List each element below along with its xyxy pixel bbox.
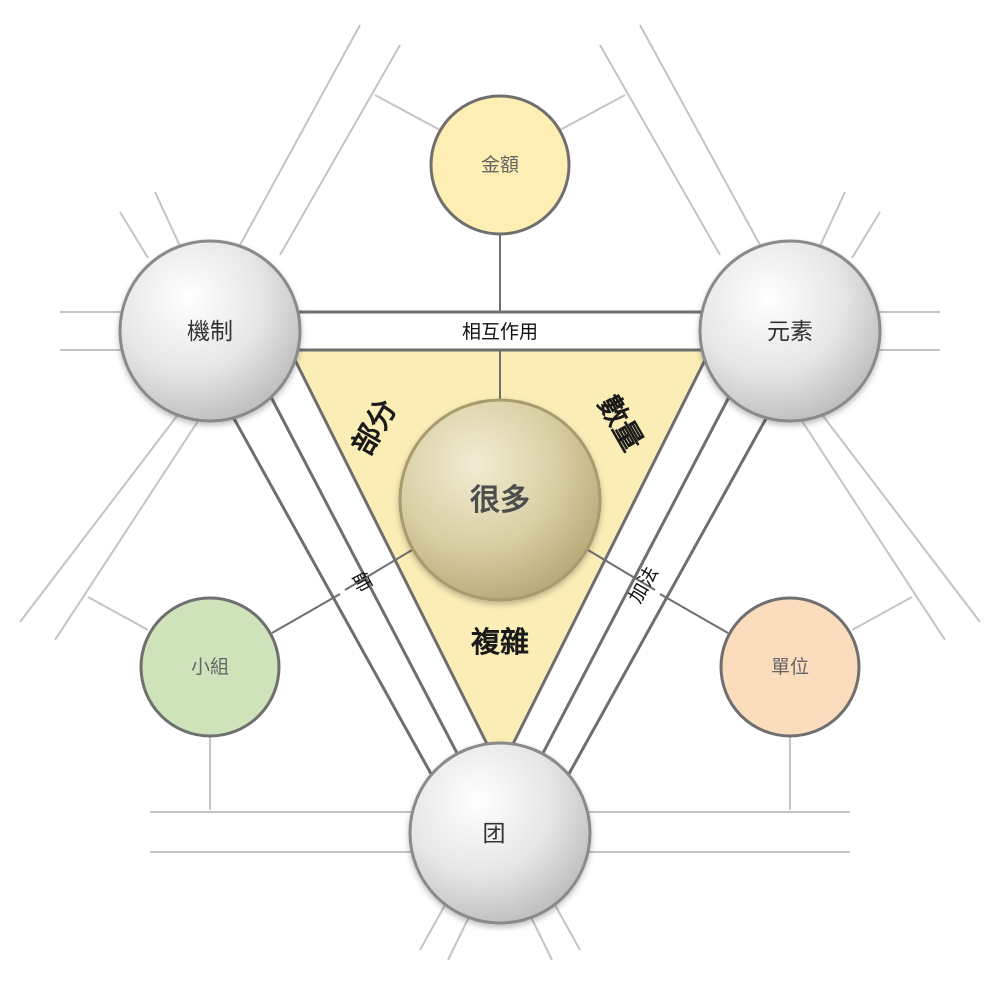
background-lines [19, 24, 981, 961]
region-bottom-label: 複雜 [471, 625, 529, 659]
satellite-right-label: 單位 [771, 656, 809, 678]
satellite-right: 單位 [719, 596, 861, 738]
edge-right-label: 加法 [625, 563, 663, 607]
satellite-top-label: 金額 [481, 154, 519, 176]
corner-top-left: 機制 [118, 239, 302, 423]
edge-top-label: 相互作用 [462, 321, 538, 343]
connectors [271, 233, 729, 634]
center-node: 很多 [398, 398, 602, 602]
corner-top-right: 元素 [698, 239, 882, 423]
corner-top-left-label: 機制 [187, 319, 233, 345]
satellite-top: 金額 [429, 94, 571, 236]
corner-bottom-label: 团 [483, 821, 506, 847]
corner-top-right-label: 元素 [767, 319, 813, 345]
satellite-left: 小組 [139, 596, 281, 738]
center-label: 很多 [470, 483, 530, 518]
satellite-left-label: 小組 [191, 656, 229, 678]
corner-bottom: 团 [408, 741, 592, 925]
